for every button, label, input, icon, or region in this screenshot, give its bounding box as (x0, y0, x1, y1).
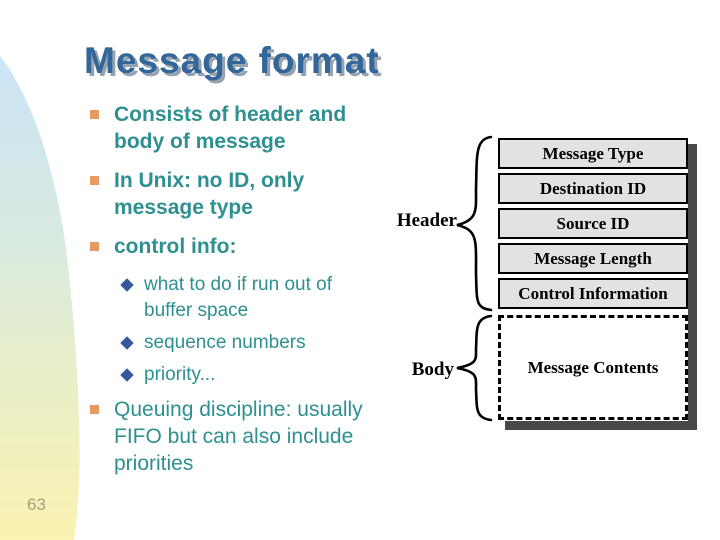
square-bullet-icon (90, 405, 99, 414)
bullet-item: Queuing discipline: usually FIFO but can… (88, 396, 404, 477)
diamond-bullet-icon (120, 278, 134, 292)
square-bullet-icon (90, 110, 99, 119)
bullet-text: Queuing discipline: usually FIFO but can… (114, 398, 363, 475)
sub-bullet-item: what to do if run out of buffer space (120, 272, 404, 324)
page-number: 63 (27, 495, 46, 514)
bullet-text: control info: (114, 235, 237, 258)
message-format-diagram: Message Type Destination ID Source ID Me… (385, 128, 717, 440)
header-row-message-length: Message Length (498, 243, 688, 274)
header-brace-icon (456, 135, 493, 312)
curly-braces (456, 135, 493, 422)
slide-title: Message format (84, 40, 380, 81)
header-row-message-type: Message Type (498, 138, 688, 169)
square-bullet-icon (90, 242, 99, 251)
bullet-item: In Unix: no ID, only message type (88, 167, 404, 221)
header-row-destination-id: Destination ID (498, 173, 688, 204)
sub-bullet-text: sequence numbers (144, 332, 306, 353)
header-label: Header (396, 210, 457, 231)
sub-bullet-text: priority... (144, 364, 216, 385)
sub-bullet-item: sequence numbers (120, 330, 404, 356)
body-brace-icon (456, 314, 493, 422)
bullet-text: Consists of header and body of message (114, 103, 347, 153)
bullet-text: In Unix: no ID, only message type (114, 169, 305, 219)
sub-bullet-list: what to do if run out of buffer space se… (120, 272, 404, 388)
body-label: Body (411, 359, 454, 380)
header-row-source-id: Source ID (498, 208, 688, 239)
diagram-shadow-bottom (505, 421, 697, 430)
bullet-item: control info: (88, 233, 404, 260)
body-row-message-contents: Message Contents (498, 315, 688, 420)
sub-bullet-text: what to do if run out of buffer space (144, 274, 333, 321)
sub-bullet-item: priority... (120, 362, 404, 388)
square-bullet-icon (90, 176, 99, 185)
diamond-bullet-icon (120, 336, 134, 350)
header-row-control-information: Control Information (498, 278, 688, 309)
header-rows: Message Type Destination ID Source ID Me… (498, 138, 688, 313)
diamond-bullet-icon (120, 368, 134, 382)
bullet-list: Consists of header and body of message I… (88, 101, 404, 489)
bullet-item: Consists of header and body of message (88, 101, 404, 155)
diagram-shadow-right (688, 144, 697, 430)
left-gradient-band (0, 56, 80, 540)
